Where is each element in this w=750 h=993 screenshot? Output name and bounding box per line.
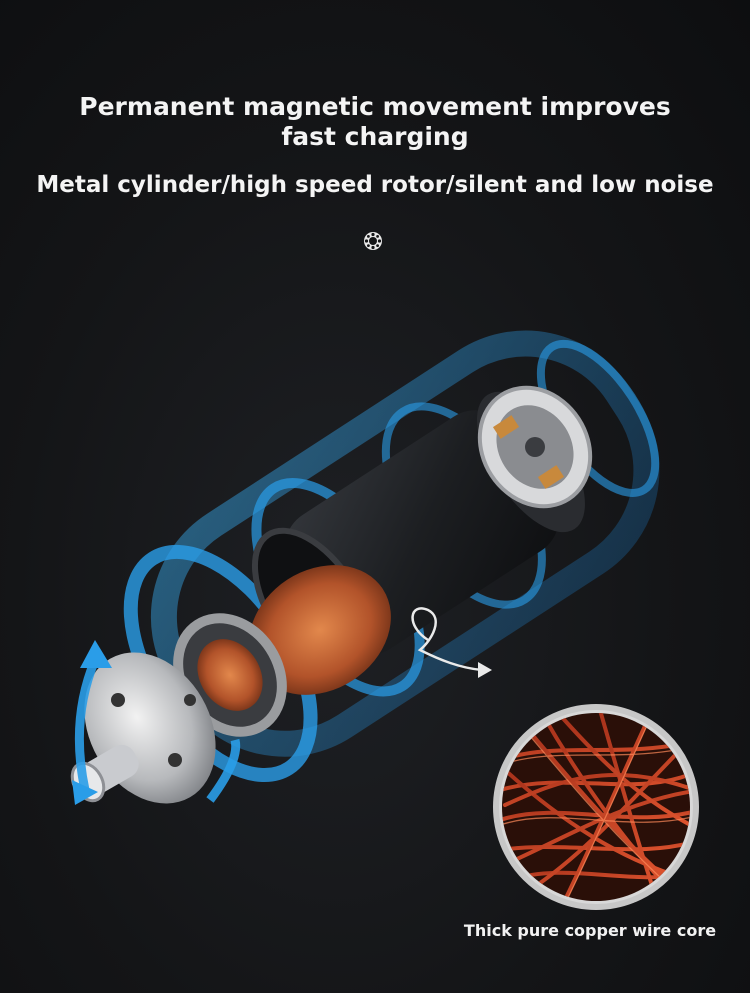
headline: Permanent magnetic movement improves fas… — [79, 92, 671, 151]
gear-badge-icon — [364, 232, 382, 250]
copper-wire-closeup — [493, 704, 699, 910]
rotation-arrow-head-bottom — [72, 780, 98, 805]
subline: Metal cylinder/high speed rotor/silent a… — [36, 172, 714, 198]
rear-end-cap — [477, 385, 593, 509]
copper-wire-caption: Thick pure copper wire core — [463, 921, 717, 940]
curved-arrow-icon — [411, 607, 483, 672]
rotation-arrow-head-top — [80, 640, 112, 668]
rotation-arrow-icon — [74, 658, 241, 803]
